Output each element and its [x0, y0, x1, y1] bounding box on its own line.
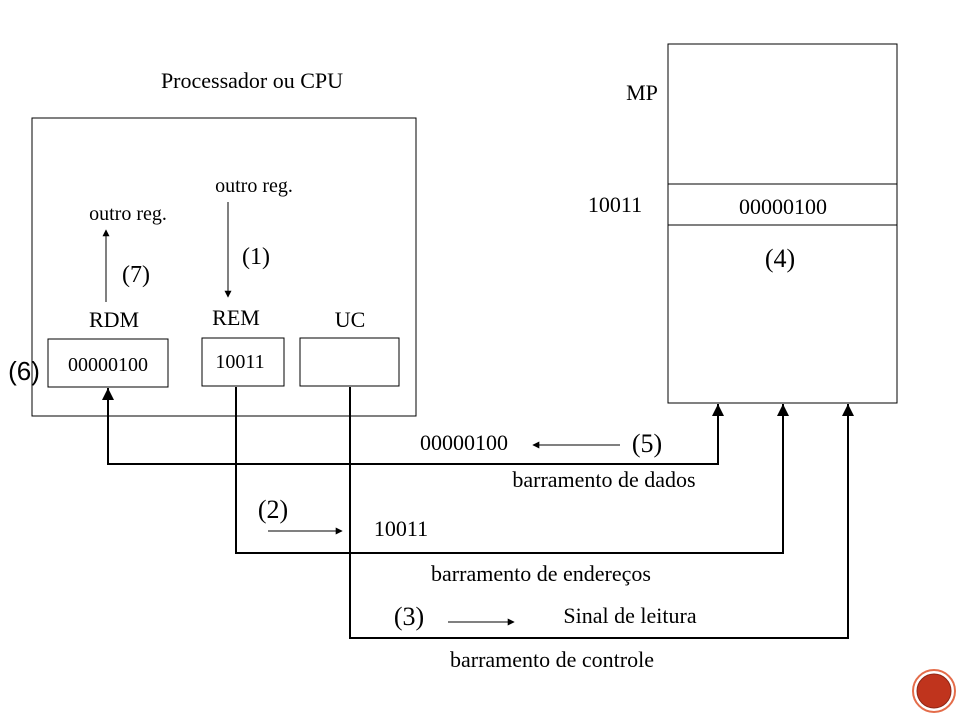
rdm-label: RDM [89, 307, 139, 332]
data-bus-value: 00000100 [420, 430, 508, 455]
rdm-value: 00000100 [68, 354, 148, 376]
step-4-label: (4) [765, 244, 795, 273]
outro-reg-left-label: outro reg. [89, 203, 167, 225]
address-bus-label: barramento de endereços [431, 561, 651, 586]
slide-nav-button[interactable] [912, 669, 956, 713]
step-2-label: (2) [258, 495, 288, 524]
data-bus-line [107, 388, 719, 465]
circle-button-icon [912, 669, 956, 713]
cpu-title: Processador ou CPU [161, 68, 343, 93]
control-bus-line [349, 387, 849, 639]
data-bus-label: barramento de dados [512, 467, 695, 492]
address-bus-value: 10011 [374, 516, 428, 541]
memory-address-label: 10011 [588, 192, 642, 217]
step-1-label: (1) [242, 244, 270, 270]
main-memory-box [667, 43, 898, 404]
data-bus-memory-arrowhead [712, 404, 724, 416]
step-5-label: (5) [632, 429, 662, 458]
circle-button-fill [916, 673, 952, 709]
rdm-register [47, 338, 169, 388]
address-bus-line [235, 387, 784, 554]
control-bus-label: barramento de controle [450, 647, 654, 672]
memory-title: MP [626, 80, 658, 105]
step-7-label: (7) [122, 262, 150, 288]
address-bus-arrowhead [777, 404, 789, 416]
step-3-label: (3) [394, 602, 424, 631]
rem-value: 10011 [215, 351, 264, 373]
step-6-label: (6) [8, 356, 40, 386]
rem-label: REM [212, 305, 260, 330]
data-bus-rdm-arrowhead [102, 388, 114, 400]
uc-label: UC [335, 307, 366, 332]
control-bus-value: Sinal de leitura [563, 603, 696, 628]
outro-reg-right-label: outro reg. [215, 175, 293, 197]
rem-register [201, 337, 285, 387]
control-bus-arrowhead [842, 404, 854, 416]
uc-unit [299, 337, 400, 387]
memory-cell-value: 00000100 [739, 194, 827, 219]
